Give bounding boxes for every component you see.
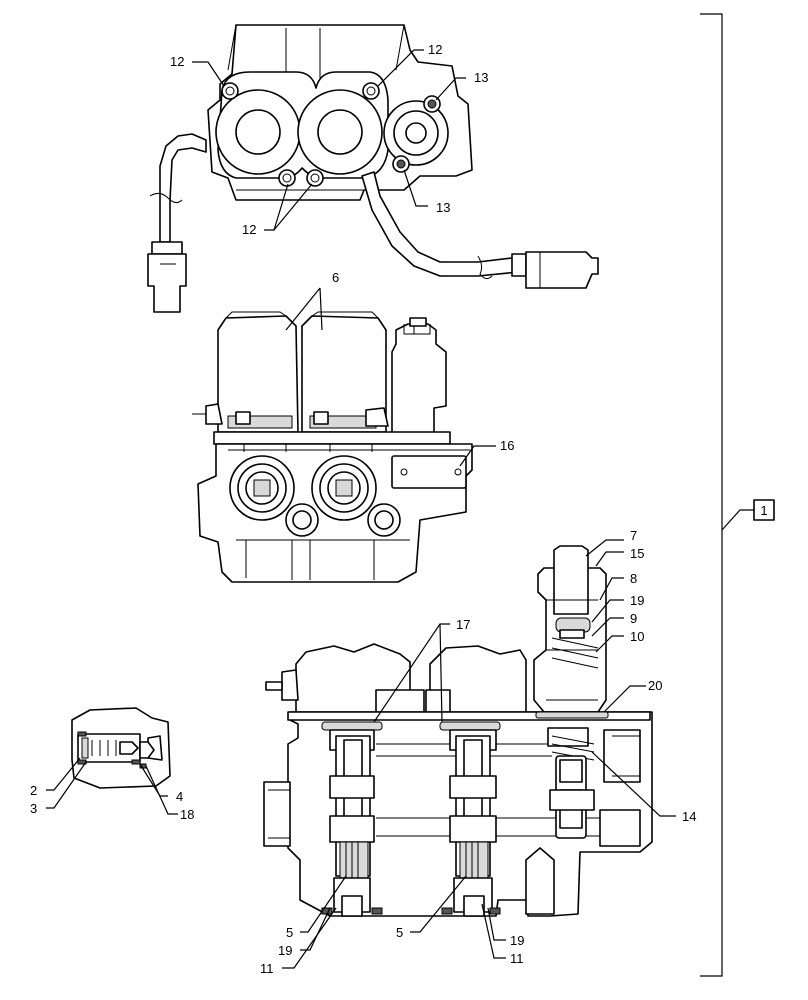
- callout-12-top-left: 12: [170, 54, 184, 69]
- detail-inset: [71, 707, 171, 789]
- callout-19-mid: 19: [510, 933, 524, 948]
- callout-13-bottom: 13: [436, 200, 450, 215]
- bottom-view-section: [263, 545, 653, 917]
- callout-16: 16: [500, 438, 514, 453]
- callout-19-right: 19: [630, 593, 644, 608]
- callout-8: 8: [630, 571, 637, 586]
- callout-5-left: 5: [286, 925, 293, 940]
- callout-labels: 1 12 12 13 13 12 6 16 7 15 8 19 9 10 17 …: [30, 42, 768, 976]
- callout-18: 18: [180, 807, 194, 822]
- bracket-leader: [721, 509, 754, 531]
- right-spool: [441, 729, 501, 917]
- callout-19-left: 19: [278, 943, 292, 958]
- callout-box-1: [753, 499, 775, 521]
- callout-4: 4: [176, 789, 183, 804]
- callout-12-bottom: 12: [242, 222, 256, 237]
- leader-lines: [46, 49, 676, 969]
- middle-view-valve-body: [192, 311, 473, 583]
- callout-9: 9: [630, 611, 637, 626]
- callout-5-right: 5: [396, 925, 403, 940]
- callout-7: 7: [630, 528, 637, 543]
- callout-2: 2: [30, 783, 37, 798]
- assembly-bracket: [700, 13, 723, 977]
- callout-6: 6: [332, 270, 339, 285]
- callout-3: 3: [30, 801, 37, 816]
- callout-10: 10: [630, 629, 644, 644]
- callout-14: 14: [682, 809, 696, 824]
- callout-13-top: 13: [474, 70, 488, 85]
- callout-20: 20: [648, 678, 662, 693]
- callout-11-left: 11: [260, 961, 274, 976]
- callout-1: 1: [760, 503, 767, 518]
- left-spool: [321, 729, 383, 917]
- callout-15: 15: [630, 546, 644, 561]
- top-view-valve-assembly: [147, 24, 599, 313]
- callout-11-right: 11: [510, 951, 524, 966]
- callout-12-top-right: 12: [428, 42, 442, 57]
- callout-17: 17: [456, 617, 470, 632]
